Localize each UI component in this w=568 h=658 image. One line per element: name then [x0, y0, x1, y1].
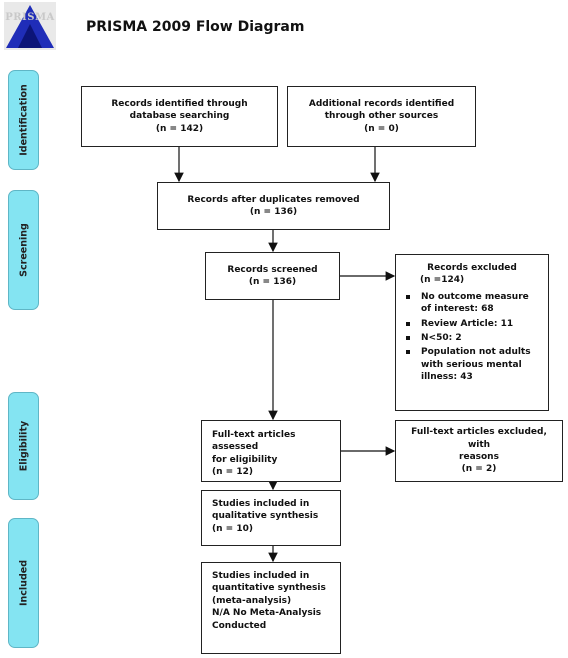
box-records-screened-count: (n = 136) — [248, 277, 297, 287]
box-fulltext-assessed-count: (n = 12) — [212, 467, 253, 478]
box-qualitative-synthesis: Studies included in qualitative synthesi… — [201, 490, 341, 546]
exclusion-reason: Population not adults with serious menta… — [404, 346, 540, 383]
box-fulltext-assessed: Full-text articles assessed for eligibil… — [201, 420, 341, 482]
box-records-database-line1: Records identified through — [111, 98, 248, 109]
box-quantitative-line3: (meta-analysis) — [212, 595, 292, 606]
stage-identification: Identification — [8, 70, 39, 170]
prisma-logo: PRISMA — [4, 2, 56, 50]
box-fulltext-assessed-line2: for eligibility — [212, 454, 278, 465]
box-fulltext-excluded-line1: Full-text articles excluded, with — [411, 427, 547, 450]
stage-eligibility: Eligibility — [8, 392, 39, 500]
box-fulltext-excluded: Full-text articles excluded, with reason… — [395, 420, 563, 482]
prisma-logo-graphic — [4, 2, 56, 50]
box-records-screened-label: Records screened — [227, 264, 318, 275]
box-records-database: Records identified through database sear… — [81, 86, 278, 147]
box-fulltext-excluded-count: (n = 2) — [461, 464, 497, 475]
box-qualitative-line2: qualitative synthesis — [212, 511, 319, 522]
box-records-other-count: (n = 0) — [364, 123, 399, 134]
page-title: PRISMA 2009 Flow Diagram — [86, 19, 305, 35]
box-quantitative-synthesis: Studies included in quantitative synthes… — [201, 562, 341, 654]
box-records-other-sources: Additional records identified through ot… — [287, 86, 476, 147]
exclusion-reasons-list: No outcome measure of interest: 68 Revie… — [404, 291, 540, 384]
prisma-logo-text: PRISMA — [5, 12, 55, 23]
box-records-excluded: Records excluded (n =124) No outcome mea… — [395, 254, 549, 411]
box-records-excluded-count: (n =124) — [420, 275, 465, 286]
box-after-duplicates-label: Records after duplicates removed — [187, 194, 360, 205]
box-qualitative-count: (n = 10) — [212, 523, 253, 534]
box-records-excluded-title: Records excluded — [427, 263, 517, 273]
box-records-database-line2: database searching — [129, 111, 230, 122]
box-quantitative-line5: Conducted — [212, 620, 267, 631]
box-records-screened: Records screened (n = 136) — [205, 252, 340, 300]
exclusion-reason: Review Article: 11 — [404, 318, 540, 330]
box-fulltext-excluded-line2: reasons — [459, 452, 499, 462]
stage-screening: Screening — [8, 190, 39, 310]
box-fulltext-assessed-line1: Full-text articles assessed — [212, 430, 296, 453]
box-after-duplicates-count: (n = 136) — [249, 207, 298, 217]
box-records-database-count: (n = 142) — [155, 123, 204, 134]
box-records-other-line2: through other sources — [324, 111, 439, 122]
stage-included: Included — [8, 518, 39, 648]
box-after-duplicates: Records after duplicates removed (n = 13… — [157, 182, 390, 230]
box-quantitative-line1: Studies included in — [212, 571, 310, 581]
exclusion-reason: No outcome measure of interest: 68 — [404, 291, 540, 316]
box-quantitative-line2: quantitative synthesis — [212, 583, 326, 594]
box-quantitative-line4: N/A No Meta-Analysis — [212, 608, 322, 619]
box-qualitative-line1: Studies included in — [212, 499, 310, 509]
exclusion-reason: N<50: 2 — [404, 332, 540, 344]
box-records-other-line1: Additional records identified — [308, 98, 455, 109]
